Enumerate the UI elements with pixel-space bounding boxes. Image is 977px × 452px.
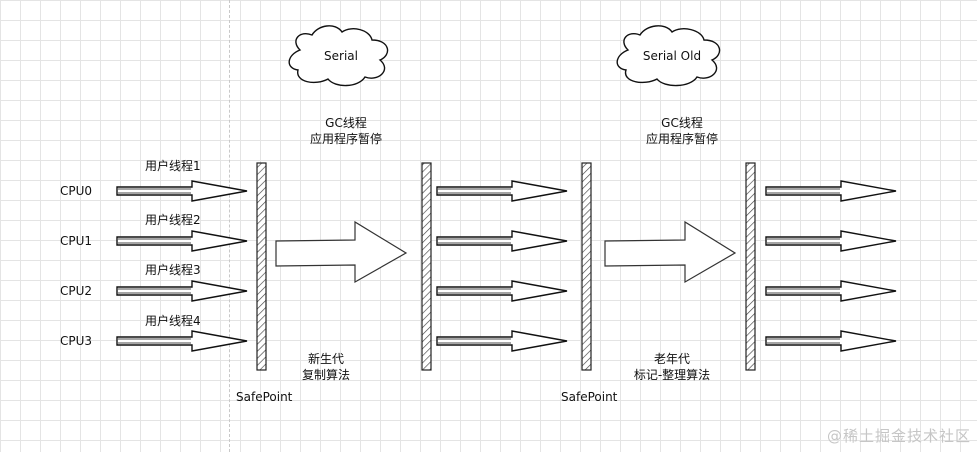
gc-arrow-old [604, 220, 737, 284]
thread-arrow-cpu3-c [765, 330, 897, 352]
thread-arrow-cpu3-a [116, 330, 248, 352]
gc-end-bar-1 [421, 162, 432, 371]
gc-note-left-line1: GC线程 [325, 116, 367, 130]
safepoint-bar-2 [581, 162, 592, 371]
old-gen-line1: 老年代 [653, 352, 690, 366]
cloud-serial-old-shape [616, 25, 721, 87]
thread-arrow-cpu1-b [436, 230, 568, 252]
thread-arrow-cpu2-b [436, 280, 568, 302]
watermark: @稀土掘金技术社区 [826, 427, 971, 445]
old-gen-line2: 标记-整理算法 [633, 368, 711, 382]
cpu-label: CPU1 [60, 234, 93, 248]
dashed-guide-line [229, 0, 230, 452]
thread-arrow-cpu1-a [116, 230, 248, 252]
cloud-label-serial-old: Serial Old [642, 49, 702, 63]
gc-note-right-line2: 应用程序暂停 [645, 132, 718, 146]
young-gen-line2: 复制算法 [301, 368, 350, 382]
gc-note-left-line2: 应用程序暂停 [309, 132, 382, 146]
young-gen-line1: 新生代 [307, 352, 344, 366]
cpu-label: CPU3 [60, 334, 93, 348]
user-thread-label: 用户线程3 [145, 263, 201, 277]
cloud-label-serial: Serial [324, 49, 358, 63]
thread-arrow-cpu0-c [765, 180, 897, 202]
safepoint-label: SafePoint [236, 390, 293, 404]
thread-arrow-cpu3-b [436, 330, 568, 352]
cpu-label: CPU0 [60, 184, 93, 198]
user-thread-label: 用户线程2 [145, 213, 201, 227]
thread-arrow-cpu0-b [436, 180, 568, 202]
safepoint-bar-1 [256, 162, 267, 371]
thread-arrow-cpu2-c [765, 280, 897, 302]
safepoint-label: SafePoint [561, 390, 618, 404]
user-thread-label: 用户线程4 [145, 314, 201, 328]
thread-arrow-cpu2-a [116, 280, 248, 302]
thread-arrow-cpu1-c [765, 230, 897, 252]
cloud-serial-shape [288, 25, 389, 87]
gc-end-bar-2 [745, 162, 756, 371]
cpu-label: CPU2 [60, 284, 93, 298]
gc-arrow-young [275, 220, 408, 284]
thread-arrow-cpu0-a [116, 180, 248, 202]
gc-note-right-line1: GC线程 [661, 116, 703, 130]
user-thread-label: 用户线程1 [145, 159, 201, 173]
